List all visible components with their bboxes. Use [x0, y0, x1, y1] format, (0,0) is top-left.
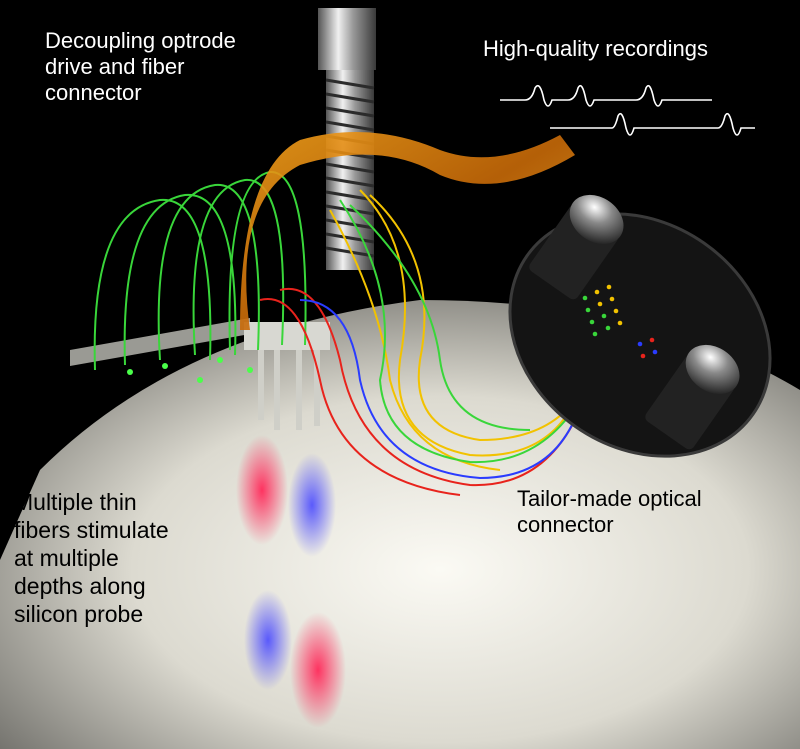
green-fibers-right — [339, 199, 581, 464]
connector-label-line1: Tailor-made optical — [517, 486, 702, 511]
fibers-label-line1: Multiple thin — [14, 489, 137, 515]
connector-label-line2: connector — [517, 512, 614, 537]
optical-connector-icon — [508, 194, 772, 458]
drive-label-line3: connector — [45, 80, 142, 105]
flex-cable — [240, 132, 575, 330]
recordings-label: High-quality recordings — [483, 36, 708, 62]
drive-label: Decoupling optrode drive and fiber conne… — [45, 28, 236, 106]
blue-fibers — [299, 299, 573, 480]
red-light-spot — [236, 435, 288, 545]
fibers-label-line4: depths along — [14, 573, 146, 599]
drive-label-line2: drive and fiber — [45, 54, 185, 79]
connector-dot-array — [582, 284, 658, 359]
blue-light-spot — [288, 453, 336, 557]
spike-waveform-icon — [500, 84, 755, 136]
fibers-label-line5: silicon probe — [14, 601, 144, 627]
recordings-label-text: High-quality recordings — [483, 36, 708, 61]
fibers-label-line3: at multiple — [14, 545, 119, 571]
blue-light-spot-lower — [244, 590, 292, 690]
fibers-label-line2: fibers stimulate — [14, 517, 169, 543]
connector-label: Tailor-made optical connector — [517, 486, 702, 538]
fiber-tips — [127, 357, 253, 383]
drive-label-line1: Decoupling optrode — [45, 28, 236, 53]
yellow-fibers — [329, 189, 576, 471]
red-fibers — [259, 287, 576, 496]
fibers-label: Multiple thin fibers stimulate at multip… — [14, 488, 169, 628]
red-light-spot-lower — [290, 612, 346, 728]
